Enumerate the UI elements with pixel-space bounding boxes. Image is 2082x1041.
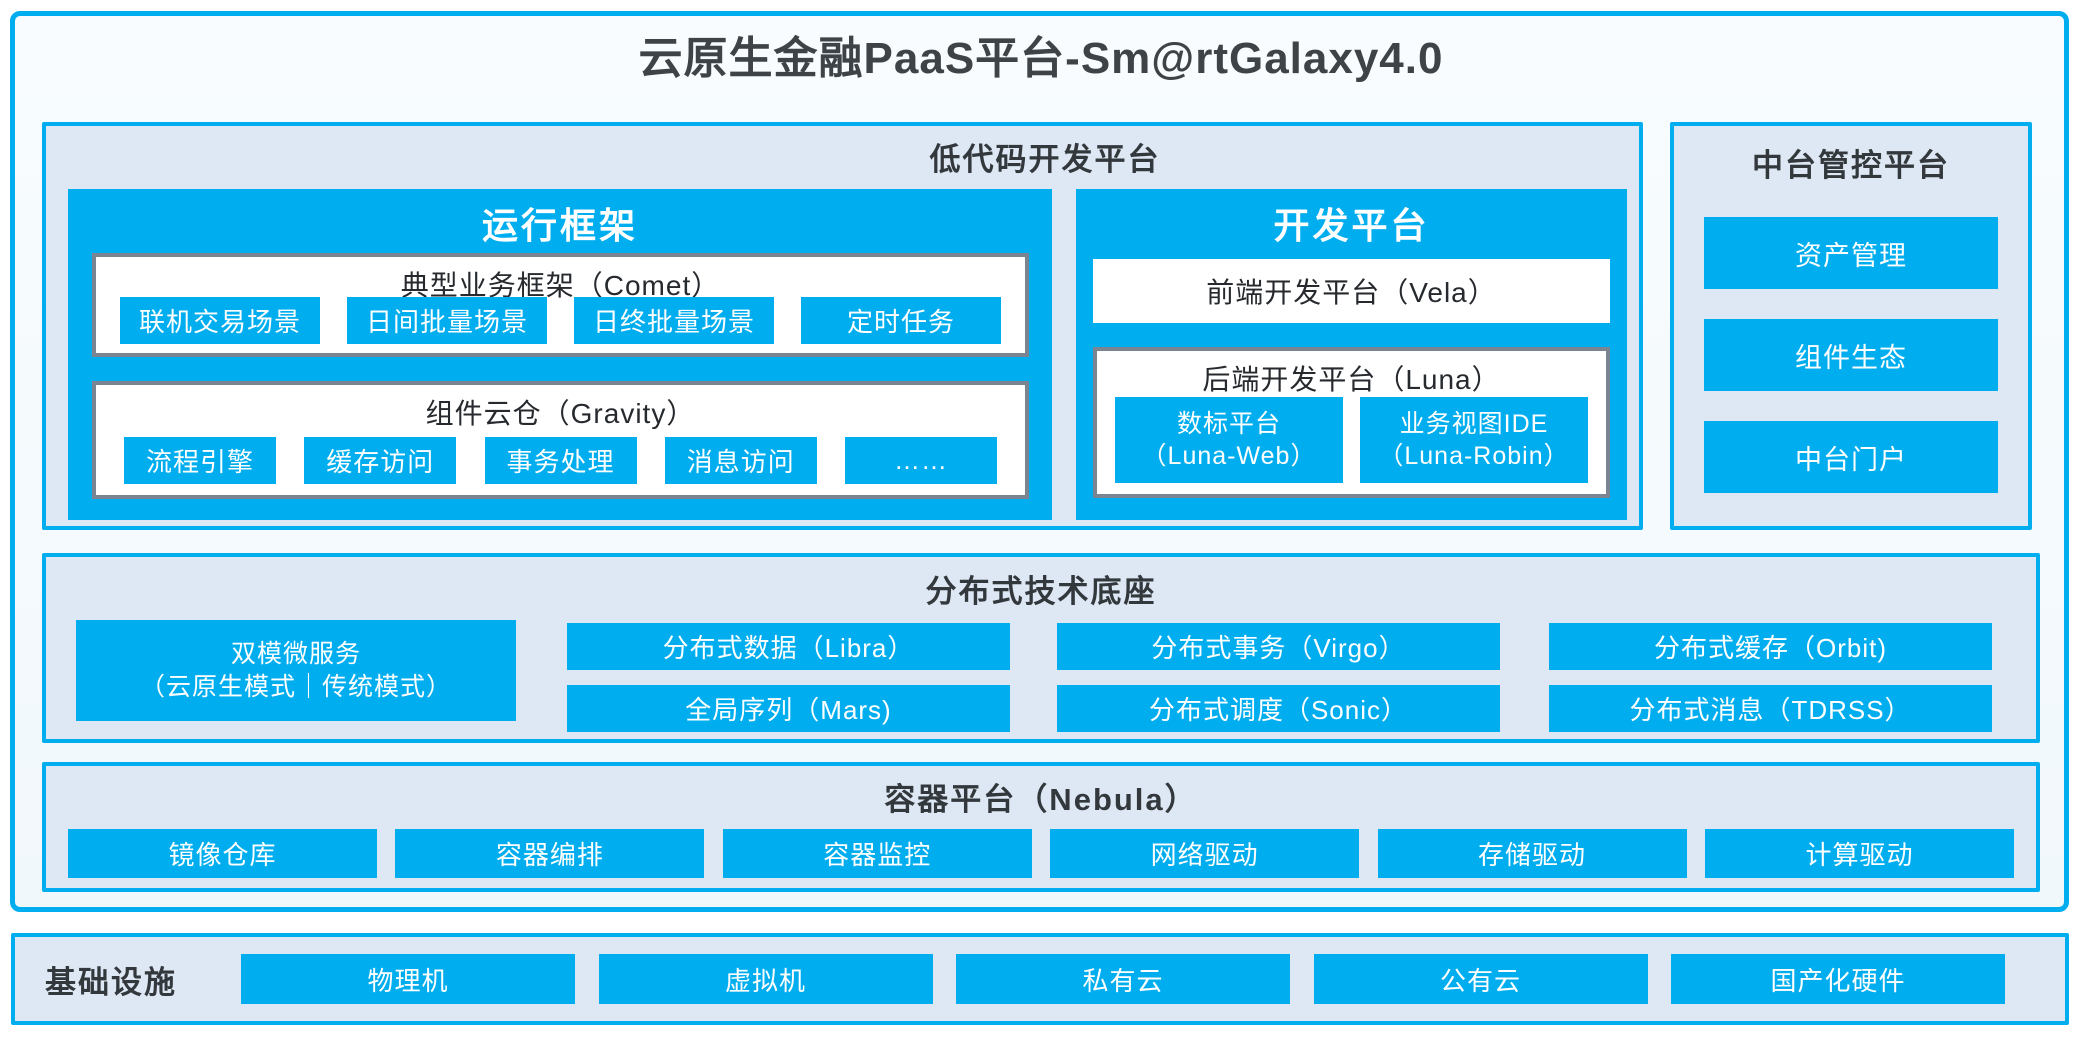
chip-cache-access: 缓存访问 <box>304 437 457 484</box>
box-comet: 典型业务框架（Comet） 联机交易场景 日间批量场景 日终批量场景 定时任务 <box>92 253 1029 357</box>
chip-private-cloud: 私有云 <box>956 954 1290 1004</box>
midplatform-title: 中台管控平台 <box>1752 148 1950 183</box>
lowcode-title: 低代码开发平台 <box>929 142 1161 177</box>
gravity-chip-row: 流程引擎 缓存访问 事务处理 消息访问 …… <box>96 437 1025 484</box>
infrastructure-title: 基础设施 <box>45 964 177 1000</box>
chip-compute-driver: 计算驱动 <box>1704 829 2014 878</box>
chip-storage-driver: 存储驱动 <box>1377 829 1687 878</box>
vela-title: 前端开发平台（Vela） <box>1206 277 1497 308</box>
chip-process-engine: 流程引擎 <box>124 437 276 484</box>
luna-chip-row: 数标平台 （Luna-Web） 业务视图IDE （Luna-Robin） <box>1097 397 1606 483</box>
chip-distributed-message-tdrss: 分布式消息（TDRSS） <box>1549 685 1992 732</box>
luna-title: 后端开发平台（Luna） <box>1202 364 1501 395</box>
midplatform-chips: 资产管理 组件生态 中台门户 <box>1704 217 1998 493</box>
chip-container-monitoring: 容器监控 <box>722 829 1032 878</box>
container-chip-row: 镜像仓库 容器编排 容器监控 网络驱动 存储驱动 计算驱动 <box>68 829 2014 878</box>
chip-asset-management: 资产管理 <box>1704 217 1998 289</box>
chip-image-registry: 镜像仓库 <box>68 829 377 878</box>
chip-distributed-transaction-virgo: 分布式事务（Virgo） <box>1057 623 1500 670</box>
dev-platform-title: 开发平台 <box>1273 205 1430 246</box>
comet-chip-row: 联机交易场景 日间批量场景 日终批量场景 定时任务 <box>96 297 1025 344</box>
chip-component-ecosystem: 组件生态 <box>1704 319 1998 391</box>
panel-infrastructure: 基础设施 物理机 虚拟机 私有云 公有云 国产化硬件 <box>11 933 2069 1025</box>
chip-distributed-scheduling-sonic: 分布式调度（Sonic） <box>1057 685 1500 732</box>
luna-web-line2: （Luna-Web） <box>1141 442 1317 470</box>
panel-dev-platform: 开发平台 前端开发平台（Vela） 后端开发平台（Luna） 数标平台 （Lun… <box>1076 189 1627 520</box>
chip-domestic-hardware: 国产化硬件 <box>1671 954 2005 1004</box>
page-title: 云原生金融PaaS平台-Sm@rtGalaxy4.0 <box>638 34 1444 83</box>
chip-eod-batch: 日终批量场景 <box>574 297 774 344</box>
box-luna: 后端开发平台（Luna） 数标平台 （Luna-Web） 业务视图IDE （Lu… <box>1093 347 1610 498</box>
chip-luna-web: 数标平台 （Luna-Web） <box>1115 397 1343 483</box>
chip-distributed-cache-orbit: 分布式缓存（Orbit) <box>1549 623 1992 670</box>
infrastructure-chip-row: 物理机 虚拟机 私有云 公有云 国产化硬件 <box>241 954 2005 1004</box>
panel-midplatform: 中台管控平台 资产管理 组件生态 中台门户 <box>1670 122 2032 530</box>
chip-public-cloud: 公有云 <box>1313 954 1648 1004</box>
chip-scheduled-task: 定时任务 <box>801 297 1001 344</box>
chip-physical-machine: 物理机 <box>241 954 575 1004</box>
panel-lowcode: 低代码开发平台 运行框架 典型业务框架（Comet） 联机交易场景 日间批量场景… <box>42 122 1643 530</box>
distributed-col-1: 分布式数据（Libra） 全局序列（Mars) <box>567 623 1010 732</box>
gravity-title: 组件云仓（Gravity） <box>425 398 696 429</box>
chip-virtual-machine: 虚拟机 <box>598 954 933 1004</box>
luna-robin-line2: （Luna-Robin） <box>1378 442 1570 470</box>
chip-distributed-data-libra: 分布式数据（Libra） <box>567 623 1010 670</box>
box-vela: 前端开发平台（Vela） <box>1093 259 1610 323</box>
panel-distributed-base: 分布式技术底座 双模微服务 （云原生模式｜传统模式） 分布式数据（Libra） … <box>42 553 2040 743</box>
chip-dual-mode-microservice: 双模微服务 （云原生模式｜传统模式） <box>76 620 516 721</box>
chip-global-sequence-mars: 全局序列（Mars) <box>567 685 1010 732</box>
chip-ellipsis: …… <box>845 437 997 484</box>
chip-midplatform-portal: 中台门户 <box>1704 421 1998 493</box>
box-gravity: 组件云仓（Gravity） 流程引擎 缓存访问 事务处理 消息访问 …… <box>92 381 1029 499</box>
runtime-framework-title: 运行框架 <box>481 205 638 246</box>
luna-web-line1: 数标平台 <box>1176 409 1281 438</box>
chip-network-driver: 网络驱动 <box>1050 829 1360 878</box>
chip-message-access: 消息访问 <box>664 437 817 484</box>
chip-transaction-processing: 事务处理 <box>484 437 637 484</box>
comet-title: 典型业务框架（Comet） <box>400 270 721 301</box>
dual-mode-line2: （云原生模式｜传统模式） <box>139 672 452 701</box>
chip-online-trading: 联机交易场景 <box>120 297 320 344</box>
dual-mode-line1: 双模微服务 <box>230 640 361 668</box>
distributed-title: 分布式技术底座 <box>925 574 1157 609</box>
chip-container-orchestration: 容器编排 <box>395 829 705 878</box>
luna-robin-line1: 业务视图IDE <box>1399 409 1549 438</box>
distributed-col-2: 分布式事务（Virgo） 分布式调度（Sonic） <box>1057 623 1500 732</box>
panel-container-platform: 容器平台（Nebula） 镜像仓库 容器编排 容器监控 网络驱动 存储驱动 计算… <box>42 762 2040 892</box>
container-platform-title: 容器平台（Nebula） <box>884 782 1198 817</box>
chip-daytime-batch: 日间批量场景 <box>347 297 547 344</box>
distributed-col-3: 分布式缓存（Orbit) 分布式消息（TDRSS） <box>1549 623 1992 732</box>
panel-runtime-framework: 运行框架 典型业务框架（Comet） 联机交易场景 日间批量场景 日终批量场景 … <box>68 189 1052 520</box>
chip-luna-robin: 业务视图IDE （Luna-Robin） <box>1360 397 1588 483</box>
